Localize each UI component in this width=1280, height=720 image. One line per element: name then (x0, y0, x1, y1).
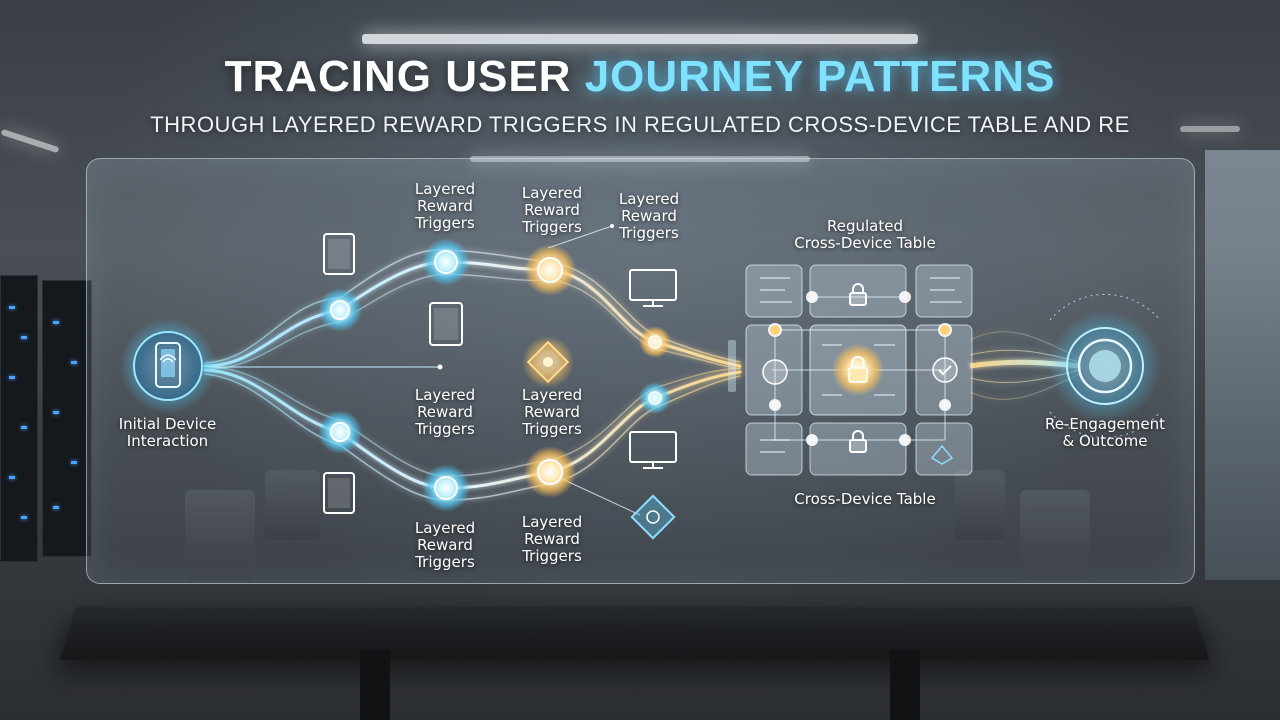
title-part-white: TRACING USER (224, 52, 585, 101)
tablet-icon (429, 302, 463, 346)
tablet-icon (323, 233, 355, 275)
trigger-node-cyan (318, 288, 362, 332)
lock-icon (849, 430, 867, 453)
monitor-icon (629, 431, 677, 469)
ceiling-light (470, 156, 810, 162)
re-engagement-node (1049, 293, 1161, 439)
chair (265, 470, 320, 540)
cross-device-table-grid (728, 264, 973, 476)
trigger-node-cyan (422, 238, 470, 286)
server-rack (0, 275, 38, 562)
diamond-cycle-icon (630, 494, 676, 540)
diagram-glass-panel (86, 158, 1195, 584)
table-leg (890, 650, 920, 720)
check-icon (932, 357, 958, 383)
label-re-engagement-outcome: Re-Engagement& Outcome (1044, 415, 1166, 450)
monitor-icon (629, 269, 677, 307)
server-rack (42, 280, 92, 557)
trigger-node-gold (639, 326, 671, 358)
lock-icon (849, 283, 867, 306)
trigger-node-cyan (422, 464, 470, 512)
connector-dot (437, 364, 443, 370)
trigger-node-cyan (318, 410, 362, 454)
lock-icon-central (832, 344, 884, 396)
ceiling-light (362, 34, 918, 44)
shield-icon (930, 444, 954, 465)
ceiling-light (1180, 126, 1240, 132)
page-subtitle: THROUGH LAYERED REWARD TRIGGERS IN REGUL… (150, 112, 1130, 137)
chair (185, 490, 255, 580)
chair (955, 470, 1005, 540)
table-leg (360, 650, 390, 720)
title-part-accent: JOURNEY PATTERNS (584, 52, 1056, 101)
smartphone-icon (155, 342, 181, 388)
tablet-icon (323, 472, 355, 514)
trigger-node-gold (524, 446, 576, 498)
diamond-trigger-icon (522, 336, 574, 388)
callout-line (559, 477, 641, 516)
office-window (1205, 150, 1280, 580)
trigger-node-cyan (639, 382, 671, 414)
cycle-icon (762, 359, 788, 385)
page-title: TRACING USER JOURNEY PATTERNS (0, 52, 1280, 102)
trigger-node-gold (524, 244, 576, 296)
label-cross-device-table: Cross-Device Table (794, 490, 936, 508)
start-device-node (120, 318, 216, 414)
callout-line (547, 225, 613, 249)
chair (1020, 490, 1090, 580)
